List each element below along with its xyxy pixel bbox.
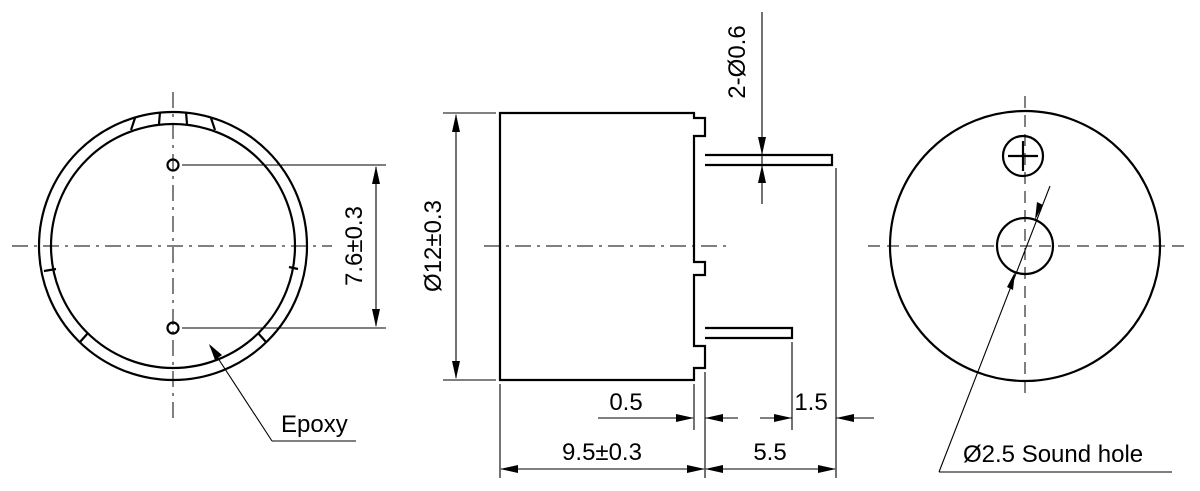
dim-0-5-label: 0.5 <box>609 389 642 416</box>
inner-circle <box>49 122 297 370</box>
pin-diameter-label: 2-Ø0.6 <box>724 25 751 98</box>
pin-spacing-label: 7.6±0.3 <box>341 206 368 286</box>
body-outline <box>498 111 707 382</box>
side-view: Ø12±0.3 2-Ø0.6 0.5 1.5 9.5±0.3 5.5 <box>420 12 874 478</box>
top-view: Ø2.5 Sound hole <box>868 96 1188 473</box>
epoxy-leader <box>209 345 273 442</box>
sound-hole-label: Ø2.5 Sound hole <box>963 441 1143 468</box>
outer-circle <box>37 110 309 382</box>
pin-hole-top <box>166 158 180 172</box>
pin-long <box>705 153 834 167</box>
pin-short <box>705 326 794 340</box>
bottom-view: 7.6±0.3 Epoxy <box>12 92 386 442</box>
body-height-label: 9.5±0.3 <box>562 439 642 466</box>
plus-polarity-icon <box>1001 134 1045 178</box>
pin-hole-bottom <box>166 321 180 335</box>
sound-hole <box>995 216 1055 276</box>
epoxy-label: Epoxy <box>281 411 348 438</box>
pin-length-label: 5.5 <box>753 439 786 466</box>
top-outer-circle <box>888 109 1162 383</box>
dim-1-5-label: 1.5 <box>794 389 827 416</box>
sound-hole-leader <box>938 185 1051 473</box>
diameter-label: Ø12±0.3 <box>420 200 447 292</box>
